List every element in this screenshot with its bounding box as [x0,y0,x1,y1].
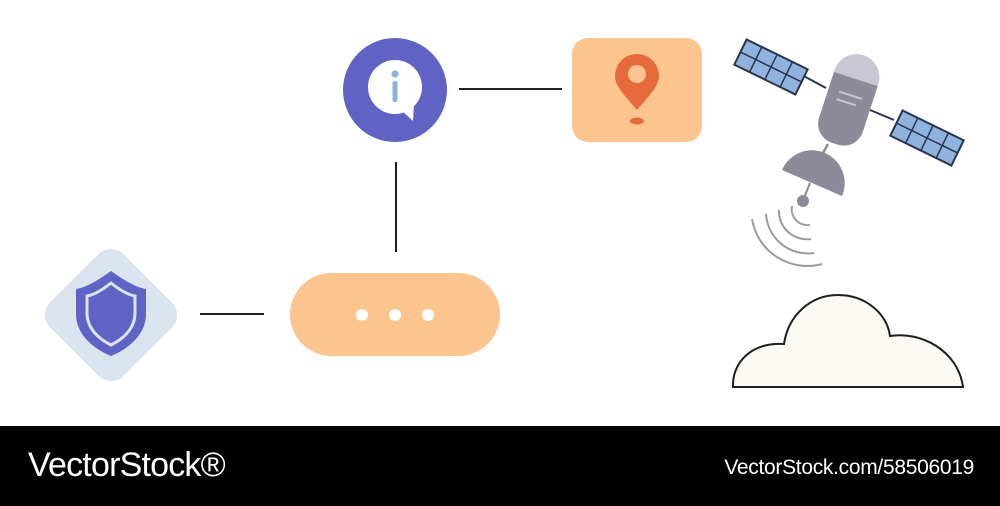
shield-inner-outline [85,281,137,347]
message-node [290,273,500,356]
solar-panel-left [732,38,810,96]
satellite-arm-right [869,109,895,121]
shield-icon [76,271,146,356]
info-dot [391,70,399,78]
location-pin-icon [615,54,659,125]
ellipsis-dot [422,309,434,321]
diagram-canvas [44,38,966,388]
satellite-body [818,54,880,146]
pin-hole [628,65,646,83]
satellite-icon [732,38,966,267]
vectorstock-logo[interactable]: VectorStock® [28,446,226,484]
satellite-cap [833,54,880,87]
solar-panel-right [888,109,966,167]
stock-id-link[interactable]: VectorStock.com/58506019 [724,456,974,479]
satellite-stripe [836,98,856,107]
info-bubble-icon [368,60,422,121]
ellipsis-dot [389,309,401,321]
security-node [44,248,178,382]
pin-shadow [630,117,644,125]
signal-waves-icon [751,205,823,267]
shield-outer [76,271,146,356]
ellipsis-icon [356,309,434,321]
satellite-dish [782,150,845,196]
footer-bar: VectorStock® VectorStock.com/58506019 [0,426,1000,506]
ellipsis-dot [356,309,368,321]
info-bubble-tail [402,104,414,121]
info-node [343,38,447,142]
location-node [572,38,702,142]
dish-receiver [797,195,809,207]
satellite-stripe [838,90,863,100]
info-stem [392,81,398,102]
cloud-icon [731,293,965,388]
